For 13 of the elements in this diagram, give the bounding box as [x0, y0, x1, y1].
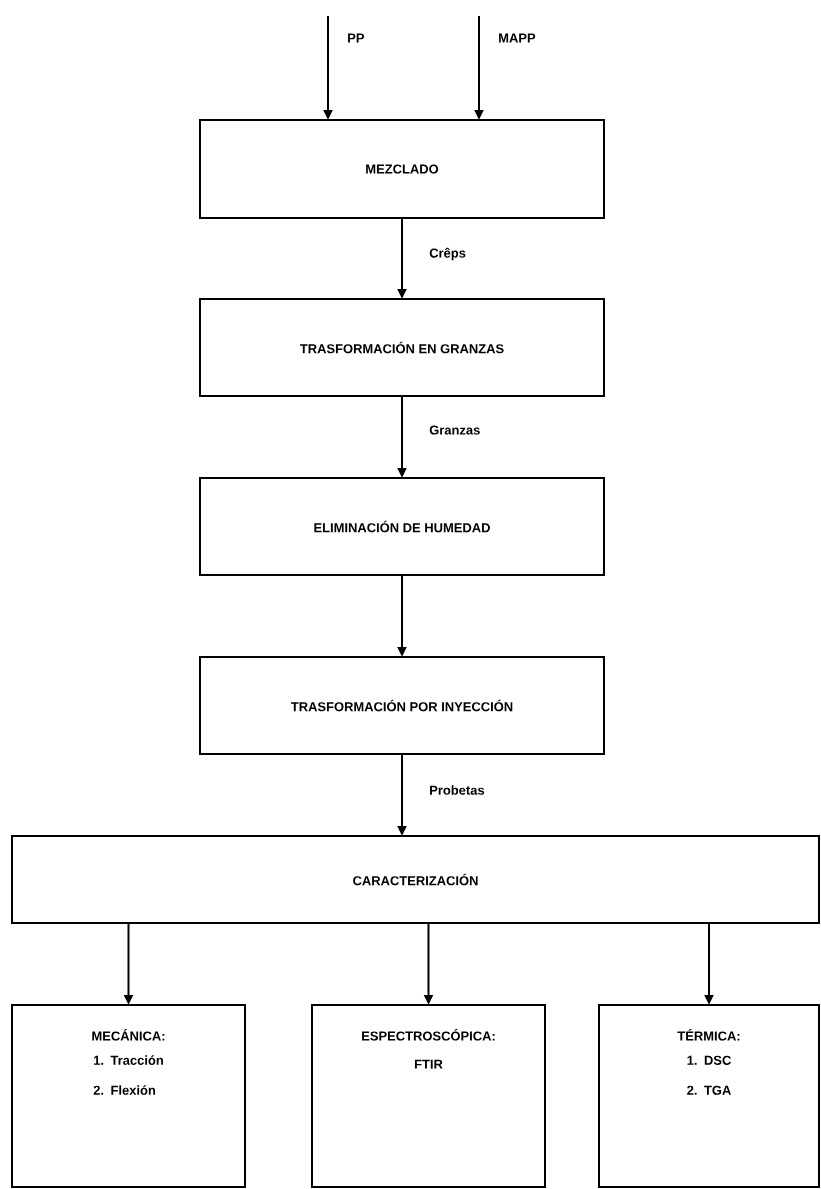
process-box: TÉRMICA: 1. DSC 2. TGA: [598, 1004, 820, 1188]
edge-label: PP: [346, 32, 366, 44]
process-box: ELIMINACIÓN DE HUMEDAD: [199, 477, 605, 576]
process-box: TRASFORMACIÓN EN GRANZAS: [199, 298, 605, 397]
edge-label: Probetas: [428, 784, 486, 796]
process-box: MECÁNICA: 1. Tracción 2. Flexión: [11, 1004, 246, 1188]
edge-label: Granzas: [428, 424, 482, 436]
edge-label: Crêps: [428, 246, 467, 262]
process-box: CARACTERIZACIÓN: [11, 835, 820, 924]
edge-label: MAPP: [497, 32, 537, 44]
process-box: ESPECTROSCÓPICA: FTIR: [311, 1004, 546, 1188]
process-box: TRASFORMACIÓN POR INYECCIÓN: [199, 656, 605, 755]
process-box: MEZCLADO: [199, 119, 605, 219]
